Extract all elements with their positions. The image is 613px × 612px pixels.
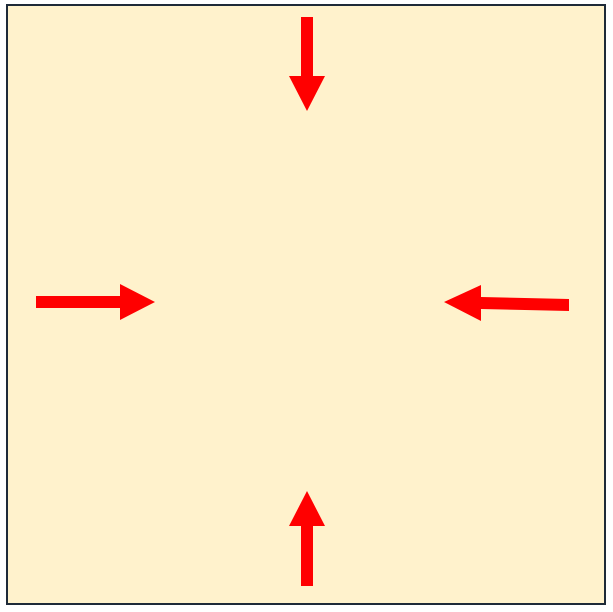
arrow-left-right-icon <box>36 284 155 320</box>
arrow-top-down-icon <box>289 17 325 111</box>
arrow-right-left-icon <box>444 285 569 321</box>
arrow-bottom-up-icon <box>289 491 325 586</box>
